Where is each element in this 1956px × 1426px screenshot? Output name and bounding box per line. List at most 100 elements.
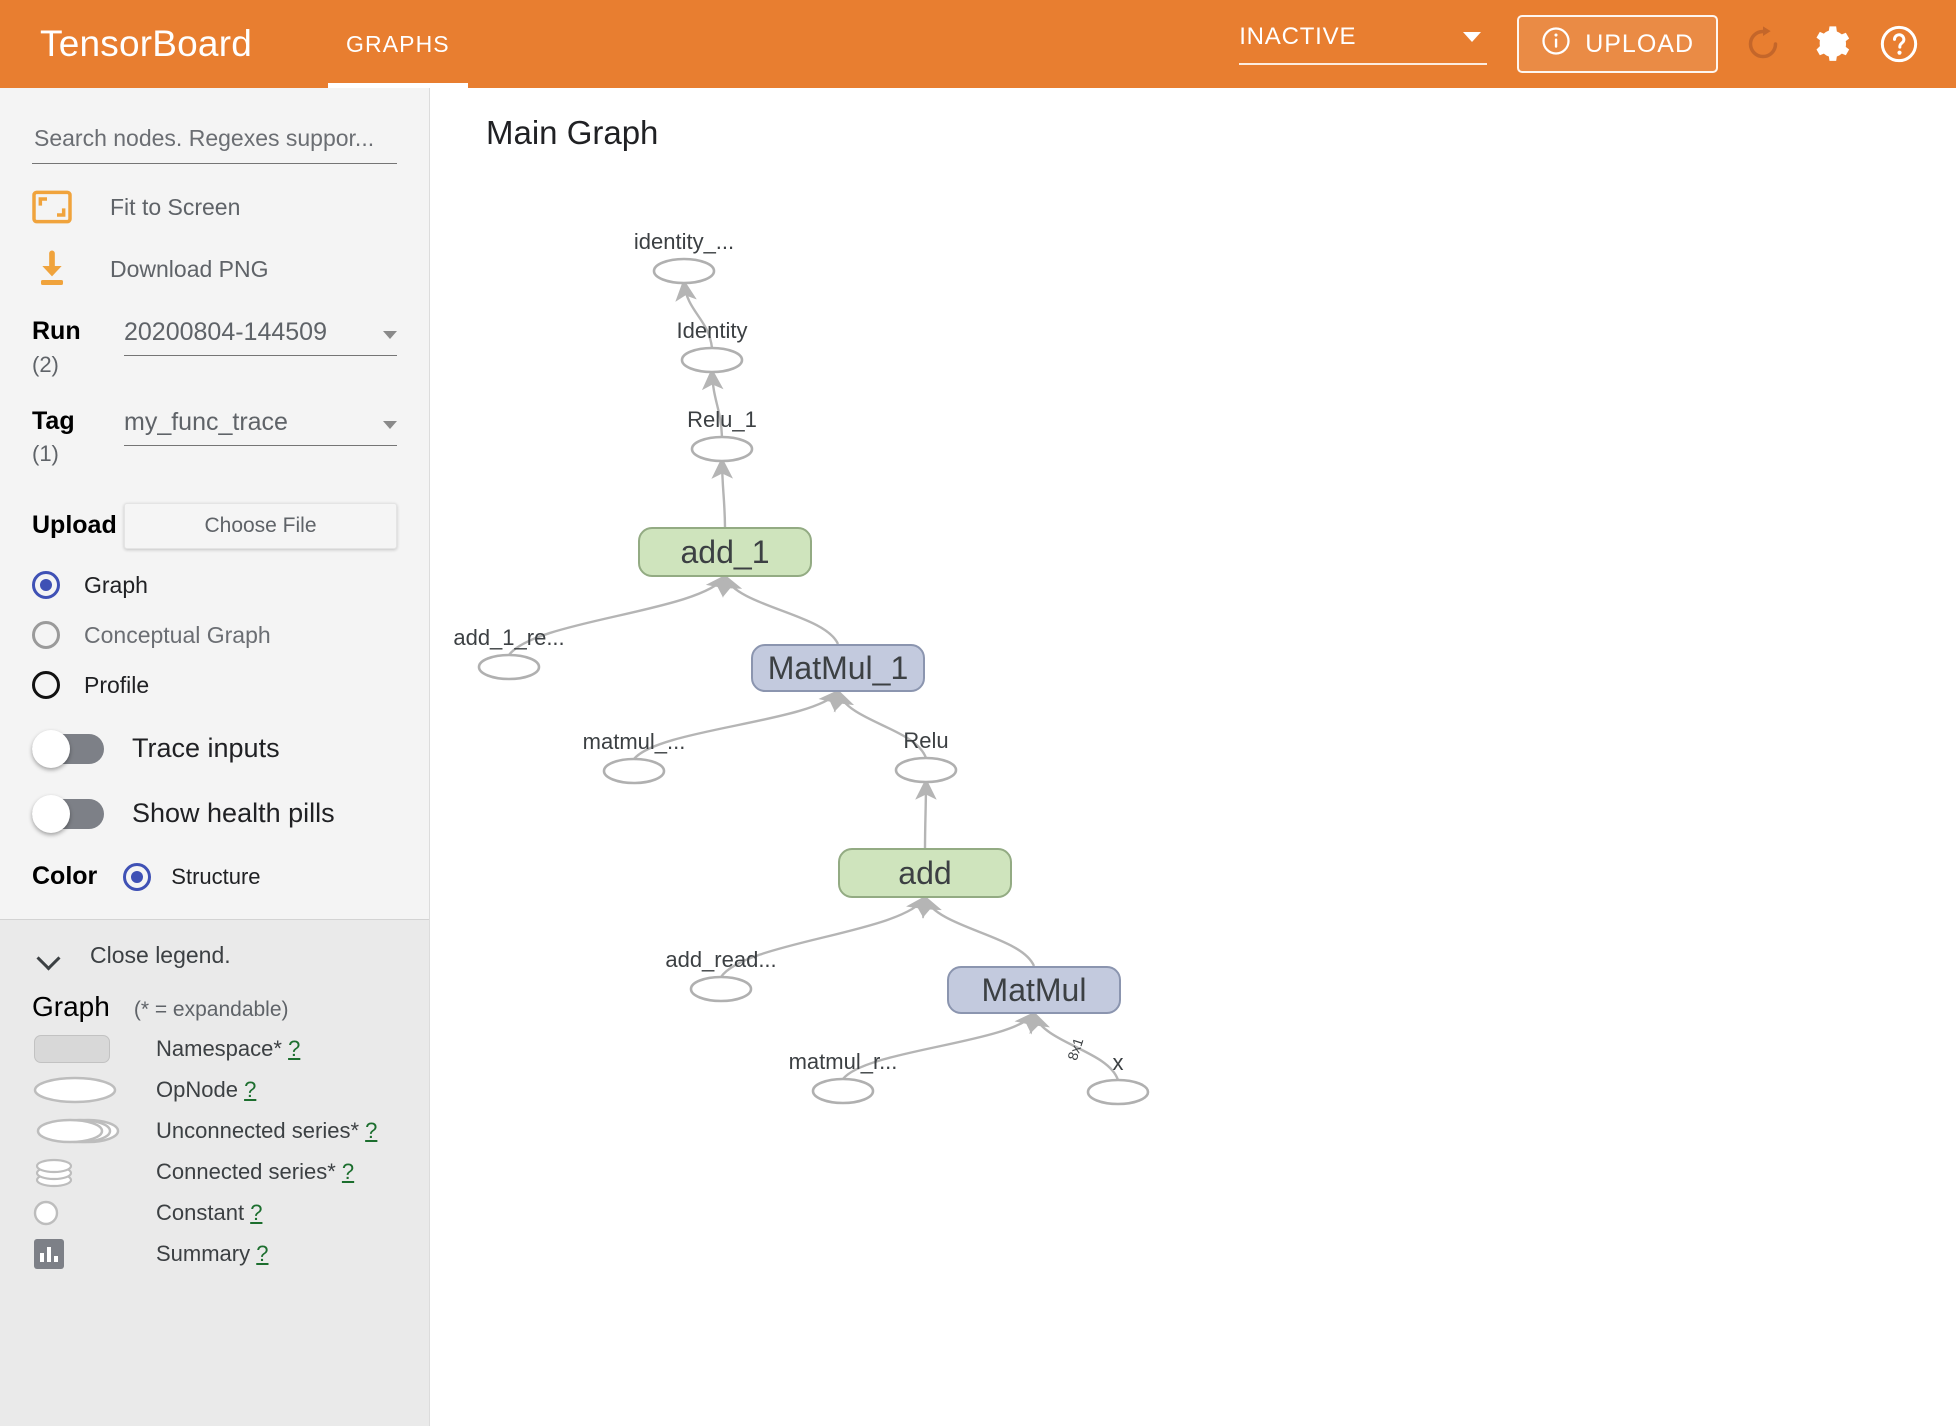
graph-node-label-add_read: add_read... (665, 947, 777, 972)
summary-icon (32, 1238, 128, 1269)
search-field[interactable] (32, 124, 397, 164)
toggle-trace-inputs-label: Trace inputs (132, 733, 280, 763)
help-icon[interactable] (1876, 21, 1922, 67)
graph-svg (477, 257, 1150, 1106)
run-selector[interactable]: Run (2) 20200804-144509 (32, 317, 397, 378)
graph-node-label-Relu_1: Relu_1 (687, 407, 757, 432)
graph-edge (833, 688, 928, 759)
graph-op-node-x[interactable] (1086, 1078, 1150, 1106)
tab-graphs[interactable]: GRAPHS (328, 0, 468, 88)
sidebar-controls: Fit to Screen Download PNG Run (2) 20200… (0, 124, 429, 891)
tab-graphs-label: GRAPHS (346, 30, 450, 57)
chevron-down-icon (40, 950, 62, 962)
close-legend-button[interactable]: Close legend. (32, 942, 397, 969)
upload-button-label: UPLOAD (1585, 29, 1694, 58)
radio-graph-indicator (32, 571, 60, 599)
graph-node-label-add_1_read: add_1_re... (453, 625, 565, 650)
run-count: (2) (32, 351, 59, 377)
upload-button[interactable]: UPLOAD (1517, 15, 1718, 73)
graph-edge (675, 279, 714, 349)
download-icon (32, 250, 76, 288)
graph-edge (701, 368, 724, 438)
constant-icon (32, 1199, 128, 1227)
app-title: TensorBoard (40, 23, 252, 64)
legend-item-unconnected-series: Unconnected series* ? (32, 1115, 397, 1146)
choose-file-label: Choose File (204, 514, 317, 537)
header-actions: INACTIVE UPLOAD (1239, 15, 1956, 73)
graph-op-node-Identity[interactable] (680, 346, 744, 374)
legend-item-summary-label: Summary (156, 1240, 251, 1266)
graph-edge (720, 894, 928, 978)
graph-op-node-matmul_read[interactable] (602, 757, 666, 785)
graph-op-node-add_read[interactable] (689, 975, 753, 1003)
legend-header: Graph (* = expandable) (32, 991, 397, 1023)
app-header: TensorBoard GRAPHS INACTIVE UPLOAD (0, 0, 1956, 88)
legend-note: (* = expandable) (133, 998, 289, 1021)
color-row: Color Structure (32, 863, 397, 891)
radio-conceptual-graph[interactable]: Conceptual Graph (32, 621, 397, 649)
graph-node-label-Relu: Relu (903, 728, 949, 753)
radio-graph-label: Graph (84, 571, 148, 598)
run-label-box: Run (2) (32, 317, 124, 378)
graph-edge (915, 778, 937, 849)
toggle-trace-inputs-switch[interactable] (32, 729, 104, 768)
search-input[interactable] (32, 124, 397, 153)
graph-node-add_1[interactable]: add_1 (638, 527, 812, 577)
graph-op-node-Relu_1[interactable] (690, 435, 754, 463)
graph-node-MatMul[interactable]: MatMul (947, 966, 1121, 1014)
graph-edges (508, 279, 1120, 1081)
graph-node-label-x: x (1112, 1050, 1124, 1075)
graph-op-node-identity_out[interactable] (652, 257, 716, 285)
radio-profile[interactable]: Profile (32, 671, 397, 699)
run-select-field[interactable]: 20200804-144509 (124, 318, 397, 356)
gear-icon[interactable] (1808, 21, 1854, 67)
upload-label-box: Upload (32, 512, 124, 540)
upload-row: Upload Choose File (32, 503, 397, 549)
fit-to-screen-icon (32, 190, 76, 224)
graph-op-node-matmul_r[interactable] (811, 1077, 875, 1105)
graph-title: Main Graph (486, 114, 659, 151)
download-png-label: Download PNG (110, 255, 269, 282)
graph-edge (508, 573, 728, 656)
tag-label-box: Tag (1) (32, 406, 124, 468)
help-link[interactable]: ? (288, 1035, 301, 1061)
graph-node-add[interactable]: add (838, 848, 1012, 898)
tag-select-field[interactable]: my_func_trace (124, 408, 397, 446)
download-png-button[interactable]: Download PNG (32, 250, 397, 288)
help-link[interactable]: ? (250, 1199, 263, 1225)
upload-label: Upload (32, 511, 117, 540)
graph-edge (711, 457, 734, 528)
run-state-dropdown[interactable]: INACTIVE (1239, 23, 1488, 65)
graph-node-MatMul_1[interactable]: MatMul_1 (751, 644, 925, 692)
graph-edge (922, 894, 1036, 967)
radio-conceptual-graph-label: Conceptual Graph (84, 621, 271, 648)
toggle-show-health-pills-switch[interactable] (32, 794, 104, 833)
help-link[interactable]: ? (365, 1117, 378, 1143)
graph-op-node-Relu[interactable] (894, 756, 958, 784)
choose-file-button[interactable]: Choose File (124, 503, 397, 549)
refresh-icon[interactable] (1740, 21, 1786, 67)
chevron-down-icon (1463, 32, 1482, 42)
radio-structure-indicator[interactable] (123, 863, 152, 891)
legend-item-connected-series-label: Connected series* (156, 1158, 336, 1184)
legend-item-unconnected-series-label: Unconnected series* (156, 1117, 360, 1143)
info-icon (1541, 26, 1571, 63)
fit-to-screen-button[interactable]: Fit to Screen (32, 190, 397, 224)
toggle-show-health-pills[interactable]: Show health pills (32, 794, 397, 833)
unconnected-series-icon (32, 1116, 128, 1146)
radio-conceptual-graph-indicator (32, 621, 60, 649)
help-link[interactable]: ? (341, 1158, 355, 1184)
sidebar: Fit to Screen Download PNG Run (2) 20200… (0, 88, 430, 1426)
run-state-label: INACTIVE (1239, 23, 1357, 50)
graph-edge (1029, 1010, 1120, 1081)
graph-op-node-add_1_read[interactable] (477, 653, 541, 681)
tab-bar: GRAPHS (328, 0, 468, 88)
help-link[interactable]: ? (244, 1076, 257, 1102)
help-link[interactable]: ? (256, 1240, 269, 1266)
tag-count: (1) (32, 441, 59, 466)
tag-label: Tag (32, 406, 75, 435)
radio-graph[interactable]: Graph (32, 571, 397, 599)
tag-selector[interactable]: Tag (1) my_func_trace (32, 406, 397, 468)
toggle-trace-inputs[interactable]: Trace inputs (32, 729, 397, 768)
